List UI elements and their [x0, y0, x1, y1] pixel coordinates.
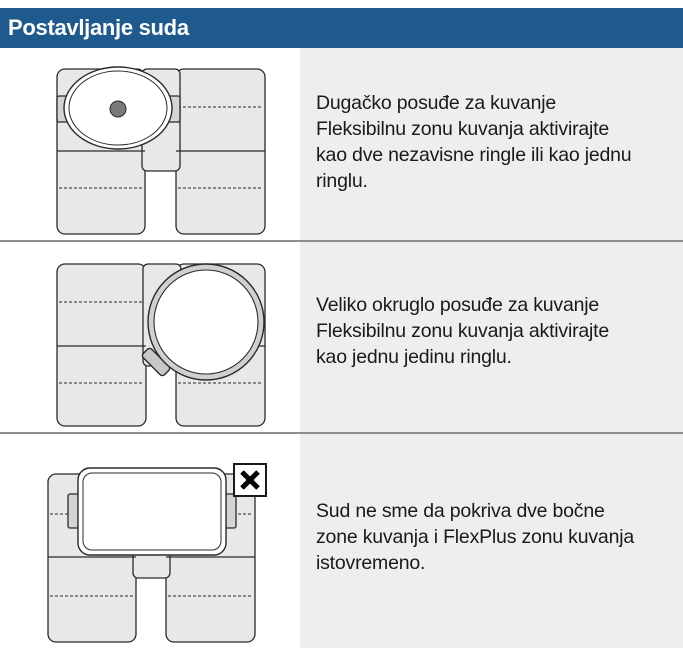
description-line: Dugačko posuđe za kuvanje [316, 92, 556, 114]
description-line: Fleksibilnu zonu kuvanja aktivirajte [316, 320, 610, 342]
description-line: Veliko okruglo posuđe za kuvanje [316, 294, 600, 316]
row-divider [0, 432, 683, 434]
section-header: Postavljanje suda [0, 8, 683, 48]
description-line: Sud ne sme da pokriva dve bočne [316, 500, 605, 522]
instruction-row-2: Veliko okruglo posuđe za kuvanje Fleksib… [0, 242, 683, 432]
cross-mark-icon [233, 463, 267, 497]
row-divider [0, 240, 683, 242]
illustration-cell [0, 242, 300, 432]
cooktop-oval-pot-icon [56, 66, 266, 235]
section-title: Postavljanje suda [8, 15, 189, 40]
instruction-row-3: Sud ne sme da pokriva dve bočne zone kuv… [0, 434, 683, 648]
description-cell: Veliko okruglo posuđe za kuvanje Fleksib… [300, 242, 683, 432]
description-line: kao dve nezavisne ringle ili kao jednu [316, 144, 632, 166]
description-line: Fleksibilnu zonu kuvanja aktivirajte [316, 118, 610, 140]
cooktop-rect-pot-forbidden-icon [47, 467, 256, 643]
description-line: kao jednu jedinu ringlu. [316, 346, 512, 368]
description-text: Veliko okruglo posuđe za kuvanje Fleksib… [316, 292, 675, 370]
description-line: istovremeno. [316, 552, 426, 574]
illustration-cell [0, 48, 300, 240]
illustration-cell [0, 434, 300, 648]
instruction-row-1: Dugačko posuđe za kuvanje Fleksibilnu zo… [0, 48, 683, 240]
description-text: Dugačko posuđe za kuvanje Fleksibilnu zo… [316, 90, 675, 194]
description-cell: Dugačko posuđe za kuvanje Fleksibilnu zo… [300, 48, 683, 240]
description-line: zone kuvanja i FlexPlus zonu kuvanja [316, 526, 634, 548]
description-text: Sud ne sme da pokriva dve bočne zone kuv… [316, 498, 675, 576]
description-line: ringlu. [316, 170, 368, 192]
description-cell: Sud ne sme da pokriva dve bočne zone kuv… [300, 434, 683, 648]
cooktop-round-pot-icon [56, 263, 266, 427]
